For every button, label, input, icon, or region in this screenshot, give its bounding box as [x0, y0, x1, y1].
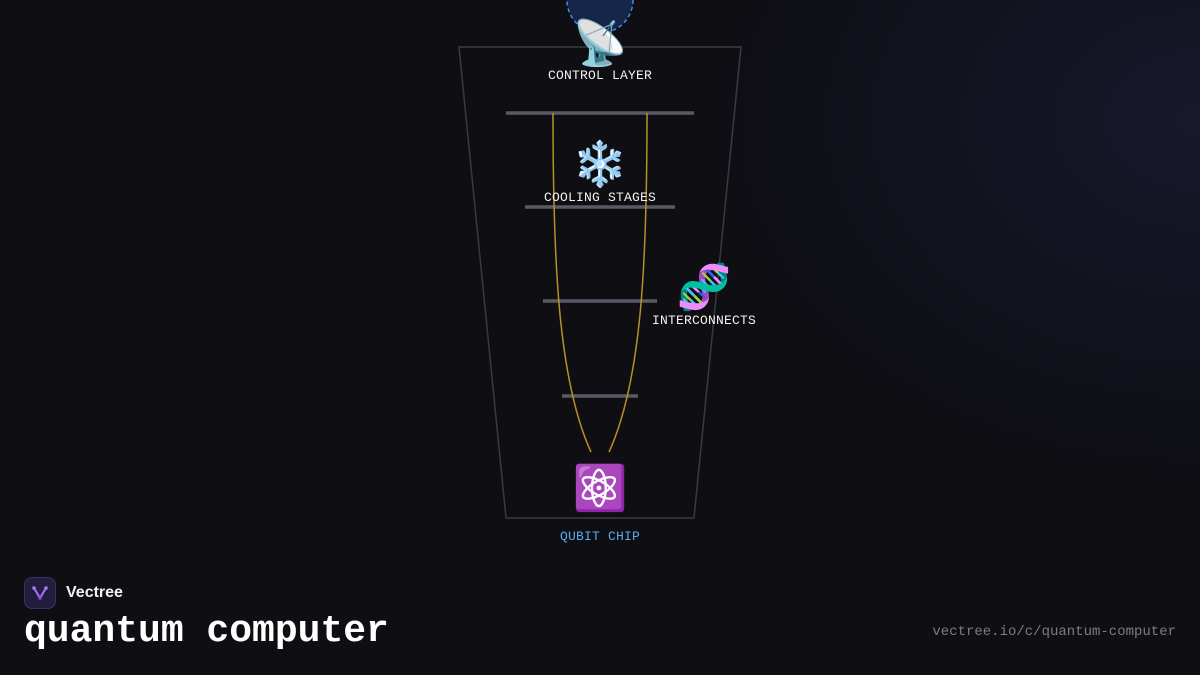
page-title: quantum computer [24, 610, 389, 653]
satellite-dish-icon: 📡 [572, 18, 628, 69]
vectree-logo-icon [24, 577, 56, 609]
interconnects-label: INTERCONNECTS [651, 313, 757, 328]
signal-wire-left [552, 112, 592, 453]
control-layer-label: CONTROL LAYER [547, 68, 653, 83]
snowflake-icon: ❄️ [572, 139, 628, 190]
control-node-circle [566, 0, 634, 34]
brand: Vectree [24, 577, 123, 609]
cooling-stages-label: COOLING STAGES [543, 190, 657, 205]
cryostat-frame [458, 46, 742, 519]
qubit-chip-label: QUBIT CHIP [559, 529, 641, 544]
brand-name: Vectree [66, 584, 123, 601]
atom-icon: ⚛️ [572, 463, 628, 514]
signal-wire-right [608, 112, 648, 453]
source-url[interactable]: vectree.io/c/quantum-computer [932, 624, 1176, 640]
dna-icon: 🧬 [676, 262, 732, 313]
